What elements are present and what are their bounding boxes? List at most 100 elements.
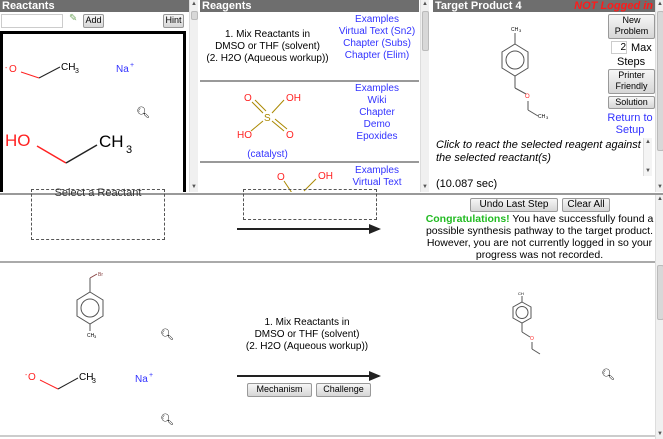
reagent-item[interactable]: O OH S HO O (catalyst) Examples Wiki Cha… [200, 83, 419, 163]
target-header: Target Product 4 NOT Logged in [433, 0, 655, 12]
svg-text:O: O [525, 94, 530, 100]
svg-text:HO: HO [237, 130, 252, 141]
workspace-scrollbar[interactable]: ▲▼ [655, 195, 663, 439]
reagents-panel: Reagents 1. Mix Reactants in DMSO or THF… [200, 0, 431, 192]
epoxides-link[interactable]: Epoxides [356, 131, 398, 142]
svg-text:Na: Na [135, 374, 148, 385]
step-product-structure: CH O [512, 291, 541, 355]
hint-button[interactable]: Hint [163, 14, 184, 28]
pencil-icon[interactable]: ✎ [69, 13, 78, 24]
add-button[interactable]: Add [83, 14, 104, 28]
svg-text:3: 3 [94, 334, 97, 339]
svg-text:O: O [277, 172, 285, 183]
reagents-scrollbar[interactable]: ▲▼ [420, 0, 429, 192]
reagents-header: Reagents [200, 0, 419, 12]
mechanism-button[interactable]: Mechanism [247, 383, 312, 397]
reactants-scrollbar[interactable]: ▲▼ [189, 0, 198, 192]
reaction-arrow [237, 371, 381, 381]
workspace: Select a Reactant Undo Last Step Clear A… [0, 187, 663, 439]
svg-text:CH: CH [79, 372, 93, 383]
challenge-button[interactable]: Challenge [316, 383, 371, 397]
congrats-text: You have successfully found a possible s… [425, 213, 654, 261]
max-steps-input[interactable] [611, 41, 627, 54]
sulfuric-acid-structure: O OH S HO O [237, 93, 301, 141]
virtual-text-link[interactable]: Virtual Text (Sn2) [338, 26, 416, 37]
svg-text:CH: CH [87, 333, 95, 339]
reagent-item[interactable]: O OH Examples Virtual Text [200, 165, 419, 192]
max-label: Max [631, 42, 652, 54]
reagent-item[interactable]: 1. Mix Reactants in DMSO or THF (solvent… [200, 12, 419, 82]
svg-text:CH: CH [61, 62, 75, 73]
svg-text:3: 3 [126, 144, 132, 156]
svg-text:O: O [244, 93, 252, 104]
svg-text:CH: CH [99, 132, 124, 151]
chapter-link[interactable]: Chapter [359, 107, 395, 118]
magnify-icon[interactable]: 🔍︎ [160, 414, 174, 426]
demo-link[interactable]: Demo [363, 119, 391, 130]
undo-last-step-button[interactable]: Undo Last Step [470, 198, 558, 212]
reagent-text-line: DMSO or THF (solvent) [215, 41, 320, 52]
svg-text:3: 3 [546, 115, 549, 120]
svg-text:Na: Na [116, 64, 129, 75]
solution-button[interactable]: Solution [608, 96, 655, 109]
examples-link[interactable]: Examples [355, 83, 399, 94]
examples-link[interactable]: Examples [355, 14, 399, 25]
magnify-icon[interactable]: 🔍︎ [136, 107, 150, 119]
svg-text:3: 3 [519, 28, 522, 33]
reagent-text-line: 1. Mix Reactants in [224, 29, 311, 40]
timer: (10.087 sec) [436, 178, 498, 190]
svg-text:3: 3 [92, 378, 96, 385]
reactant-dropzone[interactable] [31, 189, 165, 240]
svg-text:O: O [530, 336, 534, 342]
reactants-header: Reactants [0, 0, 190, 12]
reagent-dropzone[interactable] [243, 189, 377, 220]
select-reactant-label: Select a Reactant [54, 187, 142, 199]
svg-text:-: - [5, 65, 8, 72]
svg-text:3: 3 [75, 68, 79, 75]
svg-text:OH: OH [286, 93, 301, 104]
svg-text:HO: HO [5, 131, 31, 150]
clear-all-button[interactable]: Clear All [562, 198, 610, 212]
svg-text:CH: CH [538, 114, 546, 120]
chapter-subs-link[interactable]: Chapter (Subs) [343, 38, 411, 49]
virtual-text-link[interactable]: Virtual Text [352, 177, 402, 188]
svg-text:O: O [28, 372, 36, 383]
congrats-heading: Congratulations! [425, 213, 510, 225]
magnify-icon[interactable]: 🔍︎ [160, 329, 174, 341]
svg-text:+: + [149, 372, 153, 379]
svg-text:Br: Br [98, 272, 103, 278]
instruction-scrollbar[interactable]: ▲▼ [643, 138, 652, 176]
svg-text:CH: CH [511, 27, 519, 33]
target-title: Target Product 4 [435, 0, 522, 12]
target-scrollbar[interactable]: ▲▼ [655, 0, 663, 192]
instruction-text: Click to react the selected reagent agai… [436, 139, 641, 164]
magnify-icon[interactable]: 🔍︎ [601, 369, 615, 381]
reaction-arrow [237, 224, 381, 234]
wiki-link[interactable]: Wiki [367, 95, 387, 106]
catalyst-label: (catalyst) [247, 149, 288, 160]
svg-text:-: - [25, 372, 28, 379]
svg-text:+: + [130, 62, 134, 69]
login-status: NOT Logged in [574, 0, 653, 12]
svg-text:OH: OH [318, 171, 333, 182]
current-step-row: Select a Reactant Undo Last Step Clear A… [0, 187, 655, 263]
svg-text:O: O [9, 64, 17, 75]
chapter-elim-link[interactable]: Chapter (Elim) [344, 50, 410, 61]
examples-link[interactable]: Examples [355, 165, 399, 176]
svg-text:O: O [286, 130, 294, 141]
reactant-search-input[interactable] [1, 14, 63, 28]
reagent-text-line: (2. H2O (Aqueous workup)) [206, 53, 329, 64]
congrats-message: Congratulations! You have successfully f… [424, 213, 655, 261]
steps-label: Steps [617, 56, 646, 68]
